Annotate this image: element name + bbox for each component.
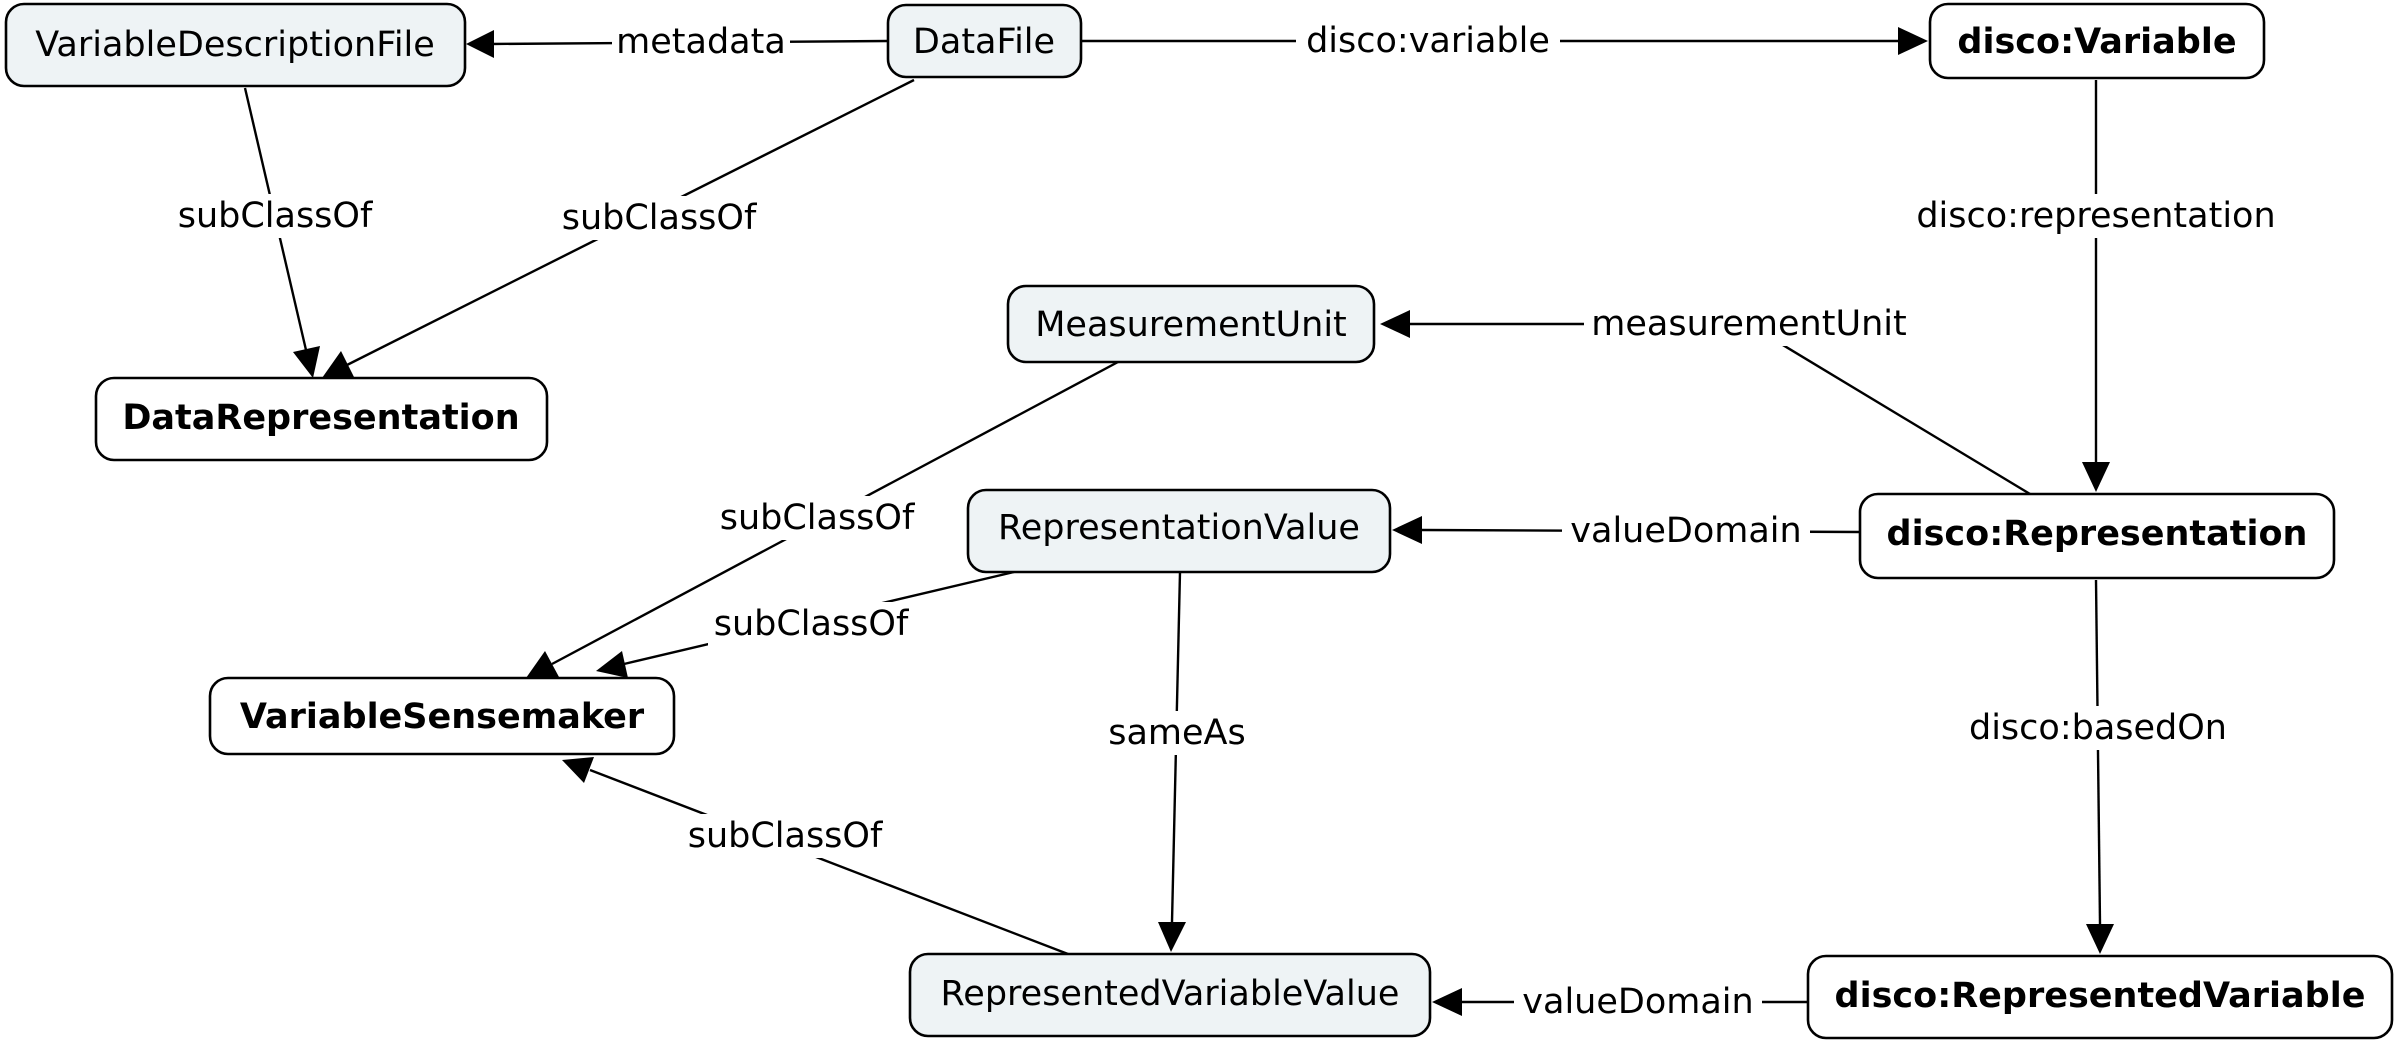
node-label-measurement-unit: MeasurementUnit: [1035, 305, 1347, 345]
edge-label-disco-representation: disco:representation: [1916, 196, 2275, 236]
edge-label-subclassof-rvv: subClassOf: [688, 816, 883, 856]
node-label-disco-represented-variable: disco:RepresentedVariable: [1835, 976, 2366, 1016]
node-label-disco-representation: disco:Representation: [1887, 514, 2308, 554]
edge-label-value-domain-represented-variable: valueDomain: [1522, 982, 1753, 1022]
edge-label-subclassof-datafile: subClassOf: [562, 198, 757, 238]
edge-metadata: metadata: [466, 20, 889, 64]
node-disco-represented-variable[interactable]: disco:RepresentedVariable: [1806, 954, 2394, 1040]
node-disco-representation[interactable]: disco:Representation: [1858, 492, 2336, 580]
edge-subclassof-measurement-unit: subClassOf: [526, 360, 1119, 678]
edge-label-same-as: sameAs: [1108, 713, 1246, 753]
edge-disco-representation: disco:representation: [1906, 80, 2286, 492]
edge-disco-based-on: disco:basedOn: [1962, 579, 2234, 954]
edge-label-measurement-unit: measurementUnit: [1591, 304, 1906, 344]
node-measurement-unit[interactable]: MeasurementUnit: [1006, 284, 1376, 364]
edge-same-as: sameAs: [1102, 571, 1248, 952]
edge-label-disco-based-on: disco:basedOn: [1969, 708, 2227, 748]
edge-subclassof-representation-value: subClassOf: [596, 570, 1015, 678]
node-representation-value[interactable]: RepresentationValue: [966, 488, 1392, 574]
node-represented-variable-value[interactable]: RepresentedVariableValue: [908, 952, 1432, 1038]
node-label-variable-sensemaker: VariableSensemaker: [240, 697, 645, 737]
node-label-data-file: DataFile: [913, 22, 1055, 62]
node-label-data-representation: DataRepresentation: [122, 398, 519, 438]
node-label-disco-variable: disco:Variable: [1957, 22, 2236, 62]
edge-label-subclassof-mu: subClassOf: [720, 498, 915, 538]
edge-label-metadata: metadata: [616, 22, 786, 62]
node-data-file[interactable]: DataFile: [886, 3, 1083, 79]
edge-subclassof-variable-description-file: subClassOf: [172, 87, 378, 378]
node-label-represented-variable-value: RepresentedVariableValue: [941, 974, 1400, 1014]
edge-label-value-domain-representation: valueDomain: [1570, 511, 1801, 551]
edge-subclassof-represented-variable-value: subClassOf: [562, 757, 1069, 956]
node-label-representation-value: RepresentationValue: [998, 508, 1360, 548]
node-disco-variable[interactable]: disco:Variable: [1928, 2, 2266, 80]
edge-label-disco-variable: disco:variable: [1306, 21, 1550, 61]
edge-label-subclassof-vdf: subClassOf: [178, 196, 373, 236]
edge-label-subclassof-rv: subClassOf: [714, 604, 909, 644]
node-variable-description-file[interactable]: VariableDescriptionFile: [4, 2, 467, 88]
node-variable-sensemaker[interactable]: VariableSensemaker: [208, 676, 676, 756]
edge-disco-variable: disco:variable: [1082, 19, 1928, 63]
node-data-representation[interactable]: DataRepresentation: [94, 376, 549, 462]
edge-subclassof-datafile: subClassOf: [322, 78, 915, 378]
node-label-variable-description-file: VariableDescriptionFile: [35, 25, 435, 65]
edge-value-domain-represented-variable: valueDomain: [1432, 980, 1808, 1024]
edge-measurement-unit: measurementUnit: [1380, 302, 2031, 496]
edge-value-domain-representation: valueDomain: [1392, 509, 1861, 553]
